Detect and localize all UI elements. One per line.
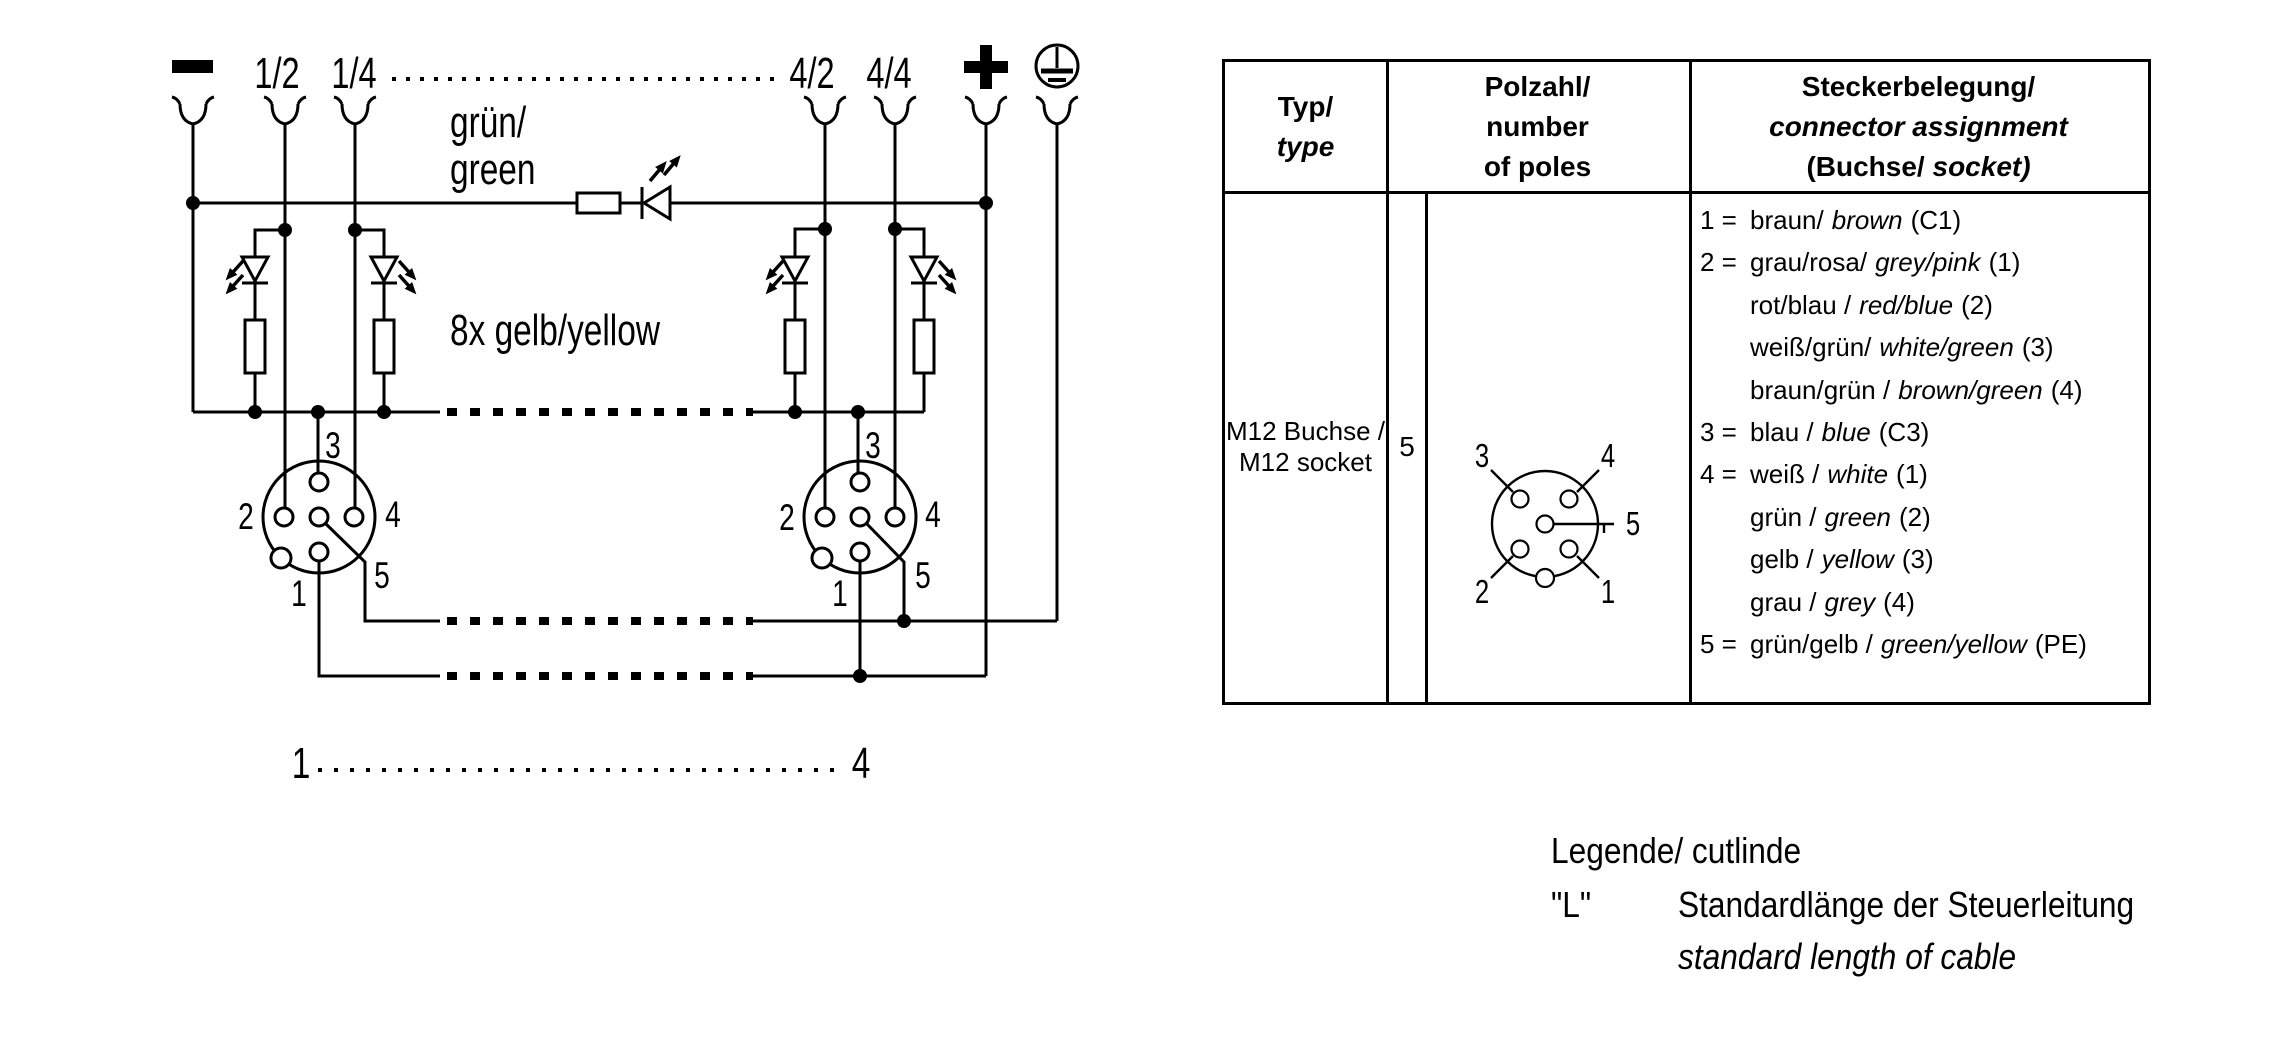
pin-label-5: 5 [1626,506,1640,543]
pin-label-4: 4 [385,493,401,535]
m12-socket-left: 2 3 4 1 5 [238,424,401,614]
cell-poles: 5 [1386,191,1428,702]
pin-label-3: 3 [865,424,881,466]
buchse: Buchse/ [1815,150,1925,182]
pin-label-1: 1 [291,572,307,614]
terminal-label-1-4: 1/4 [331,49,376,98]
resistor-green [575,191,622,215]
terminal-label-4-2: 4/2 [789,49,834,98]
pin-label-1: 1 [832,572,848,614]
legend-symbol-L: "L" [1551,884,1592,925]
yellow-led-branch-right-b [895,227,962,412]
pin-label-4: 4 [925,493,941,535]
led-green-icon [640,150,687,222]
assignment-line: braun/grün /brown/green(4) [1750,375,2083,405]
type-value-de: M12 Buchse / [1226,415,1385,446]
green-led-branch [193,150,986,222]
table-divider [1425,191,1428,702]
pin-label-4: 4 [1601,438,1615,475]
pin-label-2: 2 [1475,574,1489,611]
assignment-line: grau /grey(4) [1750,587,1915,617]
assignment-line: 3 =blau /blue(C3) [1700,417,1930,447]
terminal-forks [170,95,1080,135]
assignment-line: grün /green(2) [1750,502,1931,532]
assignment-line: 5 =grün/gelb /green/yellow(PE) [1700,629,2087,659]
yellow-led-branch-left-a [220,228,285,412]
header-poles-l3: of poles [1483,150,1592,182]
pin-label-5: 5 [374,554,390,596]
wires [191,133,1059,676]
poles-value: 5 [1399,430,1415,462]
cell-pinout: 3 4 5 2 1 [1428,191,1689,702]
socket-keying-notch [810,546,834,570]
cable-numbering: 1 4 [292,740,871,788]
legend-text-en: standard length of cable [1678,936,2017,977]
cable-end-4: 4 [852,740,871,788]
terminal-label-4-4: 4/4 [866,49,911,98]
socket-keying-notch [269,546,293,570]
socket: socket) [1932,150,2031,182]
green-wire-label-en: green [450,146,536,194]
header-poles-l2: number [1486,110,1589,142]
terminal-label-1-2: 1/2 [254,49,299,98]
header-assignment-l3: (Buchse/ socket) [1806,147,2030,187]
pin-label-2: 2 [779,496,795,538]
minus-terminal-icon [172,60,213,73]
assignment-line: 1 =braun/brown(C1) [1700,205,1962,235]
pin-label-3: 3 [325,424,341,466]
m12-socket-right: 2 3 4 1 5 [779,424,941,614]
green-wire-label-de: grün/ [450,99,526,147]
assignment-line: 2 =grau/rosa/grey/pink(1) [1700,247,2021,277]
type-value-en: M12 socket [1239,446,1372,477]
yellow-led-branch-right-a [760,227,825,412]
pin-label-2: 2 [238,495,254,537]
table-divider [1689,62,1692,702]
header-type-en: type [1276,130,1335,162]
pin-label-3: 3 [1475,438,1489,475]
cell-assignment: 1 =braun/brown(C1) 2 =grau/rosa/grey/pin… [1692,191,2148,702]
assignment-line: gelb /yellow(3) [1750,544,1934,574]
yellow-led-label: 8x gelb/yellow [450,307,661,355]
plus-terminal-icon [964,45,1008,89]
socket-keying-notch [1534,567,1556,589]
earth-terminal-icon [1034,43,1080,89]
header-assignment: Steckerbelegung/ connector assignment (B… [1689,62,2148,191]
pin-label-5: 5 [915,554,931,596]
assignment-line: 4 =weiß /white(1) [1700,459,1928,489]
header-type: Typ/ type [1225,62,1386,191]
cell-type: M12 Buchse / M12 socket [1225,191,1386,702]
assignment-line: rot/blau /red/blue(2) [1750,290,1993,320]
header-type-de: Typ/ [1277,90,1334,122]
connector-spec-table: Typ/ type Polzahl/ number of poles Steck… [1222,59,2151,705]
assignment-line: weiß/grün/white/green(3) [1750,332,2054,362]
legend-text-de: Standardlänge der Steuerleitung [1678,884,2135,925]
header-poles: Polzahl/ number of poles [1386,62,1689,191]
m12-pinout-drawing: 3 4 5 2 1 [1475,438,1640,611]
pin-label-1: 1 [1601,574,1615,611]
yellow-led-branch-left-b [355,228,422,412]
wiring-diagram: 1/2 1/4 4/2 4/4 grün/ green 8x [170,43,1080,788]
header-poles-l1: Polzahl/ [1484,70,1591,102]
header-assignment-l1: Steckerbelegung/ [1801,70,2036,102]
table-divider [1225,191,2148,194]
cable-end-1: 1 [292,740,311,788]
bracket: ( [1806,150,1816,182]
junction-dots [186,196,993,683]
legend-title: Legende/ cutlinde [1551,830,1802,871]
table-divider [1386,62,1389,702]
header-assignment-l2: connector assignment [1769,110,2068,142]
